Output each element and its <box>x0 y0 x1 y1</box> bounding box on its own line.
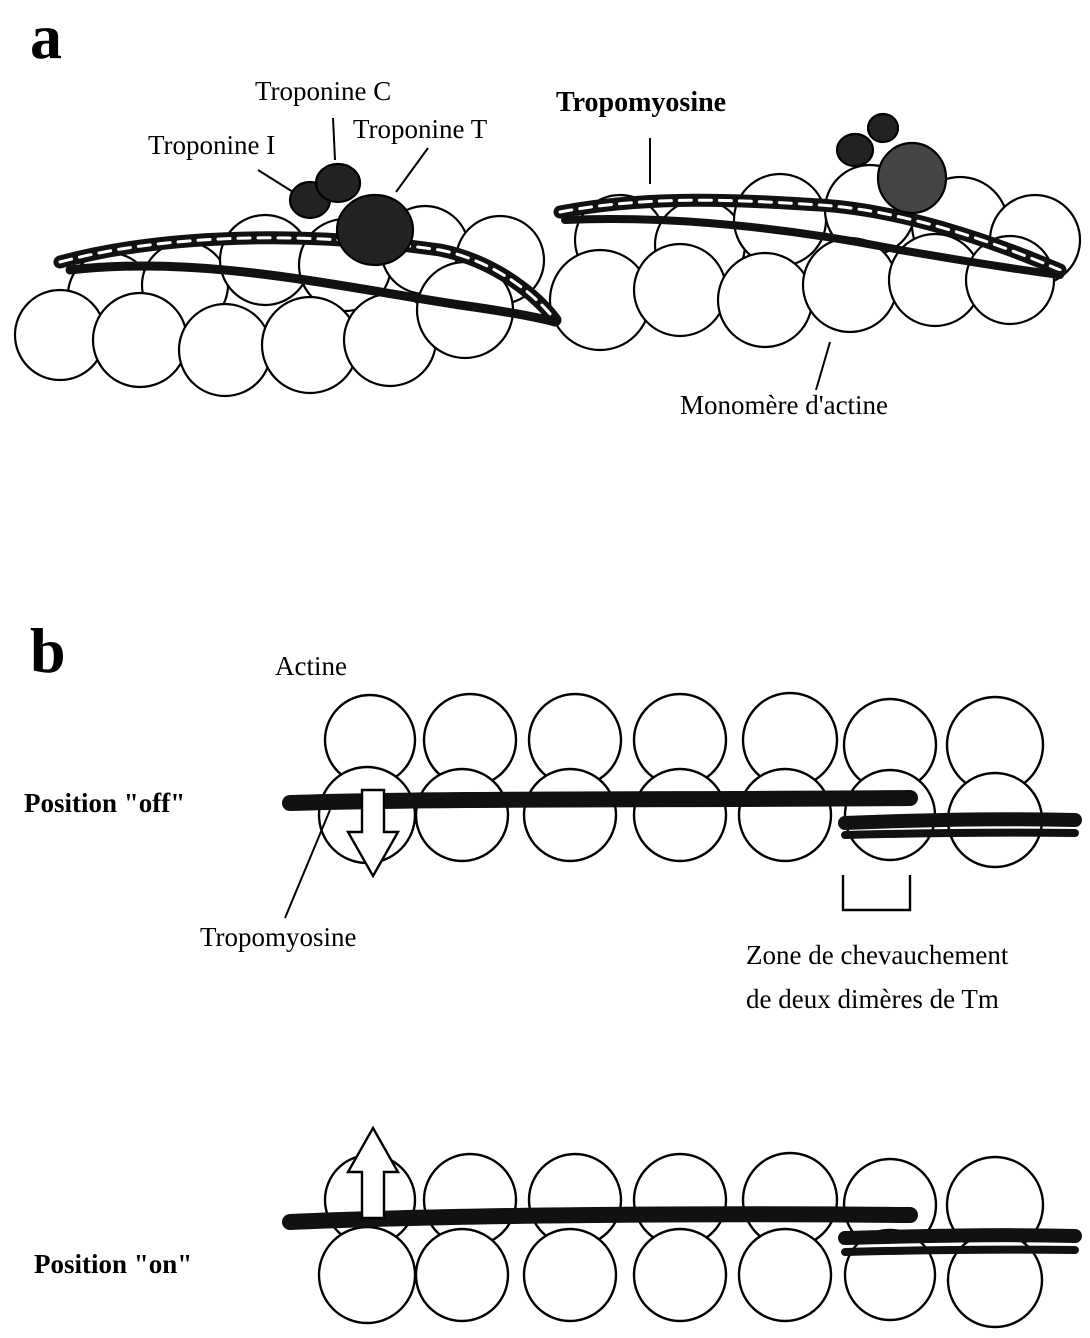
label-zone-line2: de deux dimères de Tm <box>746 984 999 1014</box>
panel-a-letter: a <box>30 1 62 72</box>
label-troponine-t: Troponine T <box>353 114 488 144</box>
label-position-on: Position "on" <box>34 1249 192 1279</box>
label-zone-line1: Zone de chevauchement <box>746 940 1009 970</box>
actin-filament-off <box>319 693 1043 867</box>
label-tropomyosine-b: Tropomyosine <box>200 922 357 952</box>
panel-b-letter: b <box>30 615 66 686</box>
label-position-off: Position "off" <box>24 788 185 818</box>
overlap-zone-bracket <box>843 875 910 910</box>
troponin-c-shape <box>316 164 360 202</box>
label-monomere-actine: Monomère d'actine <box>680 390 888 420</box>
label-actine: Actine <box>275 651 347 681</box>
label-troponine-c: Troponine C <box>255 76 391 106</box>
leader-tropomyosine-b <box>285 810 330 918</box>
troponin-t-shape <box>337 195 413 265</box>
label-troponine-i: Troponine I <box>148 130 275 160</box>
label-tropomyosine-a: Tropomyosine <box>556 87 726 118</box>
